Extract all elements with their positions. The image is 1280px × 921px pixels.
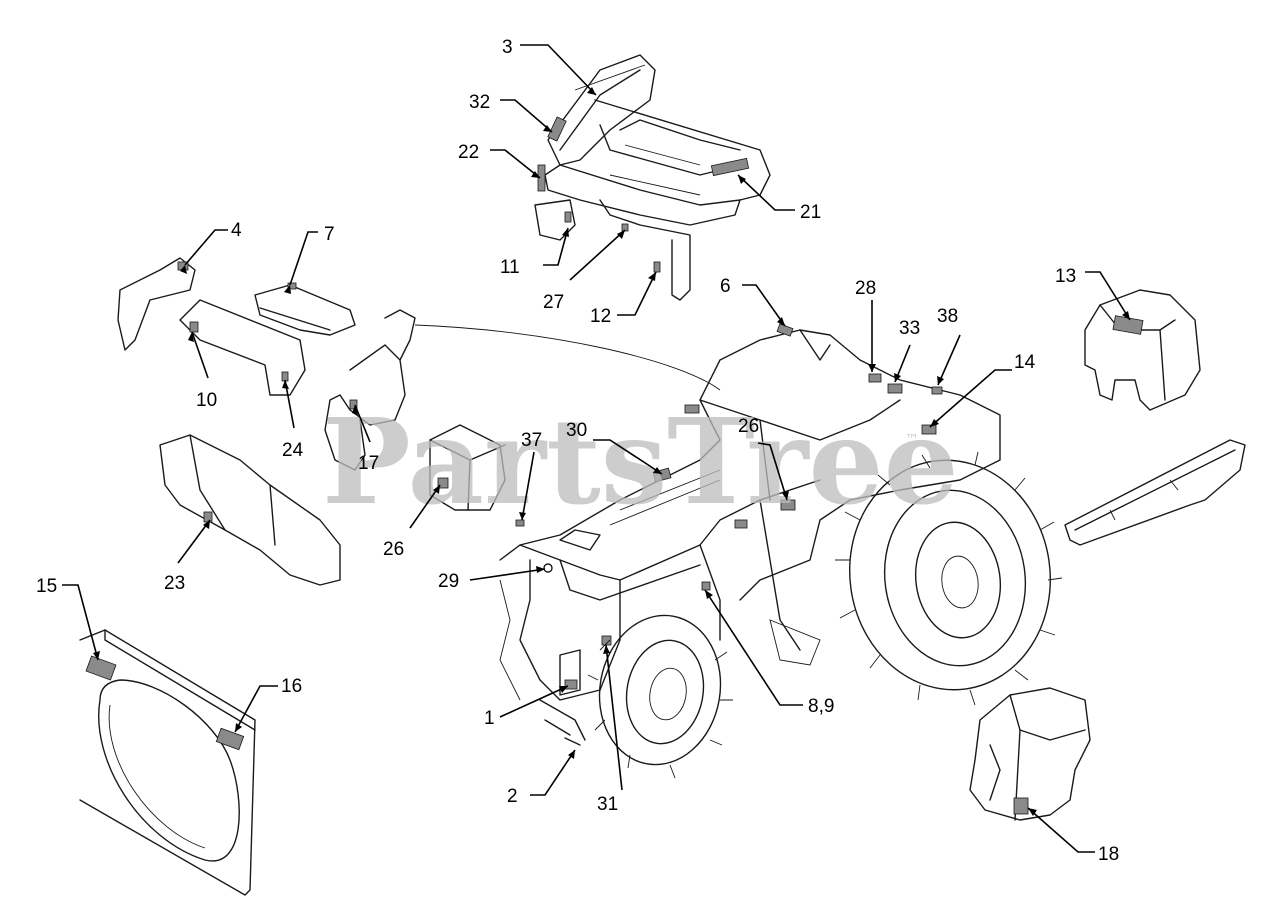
callout-30: 30 <box>566 420 587 441</box>
watermark: PartsTree ™ <box>322 392 959 531</box>
callout-4: 4 <box>231 220 242 241</box>
callout-1: 1 <box>484 708 495 729</box>
bracket-block <box>429 424 506 511</box>
engine-block <box>969 687 1091 821</box>
callout-37: 37 <box>521 430 542 451</box>
callout-3: 3 <box>502 37 513 58</box>
callout-26-block: 26 <box>383 539 404 560</box>
callout-8-9: 8,9 <box>808 696 834 717</box>
leader-lines <box>62 44 1131 853</box>
fender-parts <box>117 257 356 396</box>
callout-14: 14 <box>1014 352 1036 373</box>
callout-22: 22 <box>458 142 479 163</box>
grille-panel <box>79 629 256 896</box>
watermark-trademark: ™ <box>905 432 919 448</box>
seat-assembly <box>534 54 771 301</box>
callout-29: 29 <box>438 571 459 592</box>
callout-7: 7 <box>324 224 335 245</box>
callout-23: 23 <box>164 573 185 594</box>
callout-27: 27 <box>543 292 564 313</box>
callout-2: 2 <box>507 786 518 807</box>
watermark-text: PartsTree <box>322 392 959 531</box>
callout-13: 13 <box>1055 266 1076 287</box>
callout-6: 6 <box>720 276 731 297</box>
callout-21: 21 <box>800 202 821 223</box>
callout-24: 24 <box>282 440 304 461</box>
callout-38: 38 <box>937 306 958 327</box>
callout-33: 33 <box>899 318 920 339</box>
callout-31: 31 <box>597 794 618 815</box>
callout-28: 28 <box>855 278 876 299</box>
tractor-body <box>499 323 1001 746</box>
callout-16: 16 <box>281 676 302 697</box>
rear-wheel <box>835 451 1063 706</box>
arrowheads <box>93 87 1130 816</box>
callout-15: 15 <box>36 576 57 597</box>
callout-12: 12 <box>590 306 611 327</box>
callout-11: 11 <box>500 257 520 278</box>
callout-18: 18 <box>1098 844 1119 865</box>
callout-17: 17 <box>358 453 379 474</box>
callout-labels: 3 32 22 21 11 27 12 4 7 10 24 17 6 28 33… <box>36 37 1119 865</box>
mower-bracket <box>1084 289 1201 411</box>
side-panel <box>159 434 341 586</box>
callout-26-body: 26 <box>738 416 759 437</box>
front-wheel <box>587 614 733 779</box>
callout-10: 10 <box>196 390 217 411</box>
callout-32: 32 <box>469 92 490 113</box>
axle-bar <box>1064 439 1246 546</box>
